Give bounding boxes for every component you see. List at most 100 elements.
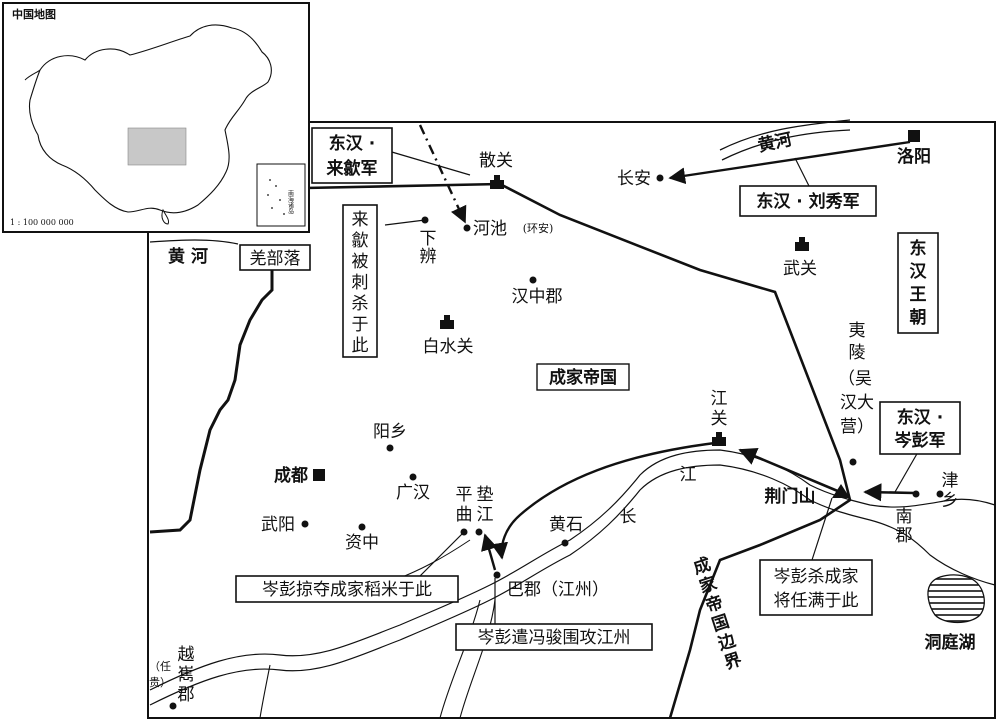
label-changan: 长安 xyxy=(617,169,651,189)
map-label: 江 xyxy=(711,389,728,409)
box-laixi-army-line2: 来歙军 xyxy=(326,158,378,179)
map-label: 东汉 · xyxy=(897,407,943,428)
south-sea-label: 南海诸岛 xyxy=(287,189,294,215)
map-label: 嶲 xyxy=(178,665,195,685)
label-chengjia: 成家帝国 xyxy=(549,367,617,388)
map-label: 汉大 xyxy=(840,393,874,413)
map-label: 陵 xyxy=(849,343,866,363)
map-label: 帝 xyxy=(703,592,726,617)
box-cenpeng-siege xyxy=(455,623,653,651)
map-label: 辨 xyxy=(420,247,437,267)
luoyang-square xyxy=(908,130,920,142)
dongting-lake xyxy=(927,574,985,624)
label-hechi: 河池 xyxy=(473,219,507,239)
map-label: 长 xyxy=(620,507,637,527)
box-qiang-text: 羌部落 xyxy=(250,249,301,269)
pointer-laixi-killed xyxy=(384,219,426,226)
pass-icon xyxy=(440,175,809,446)
map-label: 津 xyxy=(942,471,959,491)
box-laixi-killed-text: 来 歙 被 刺 杀 于 此 xyxy=(352,210,369,356)
south-sea-inset xyxy=(256,163,306,227)
map-label: 岑彭杀成家 xyxy=(774,567,859,587)
box-cenpeng-army xyxy=(879,401,961,455)
map-label: 南 xyxy=(896,507,913,527)
map-label: 乡 xyxy=(942,491,959,511)
box-qiang xyxy=(239,244,311,271)
label-hechi-note: (环安) xyxy=(523,221,554,235)
map-label: 成 xyxy=(691,554,714,579)
map-label: 王 xyxy=(910,285,927,305)
map-label: 平 xyxy=(456,485,473,505)
map-label: 营） xyxy=(840,417,874,437)
map-label: 岑彭军 xyxy=(895,430,946,451)
map-label: 郡 xyxy=(896,526,913,546)
map-label: 于 xyxy=(352,315,369,335)
city-dots xyxy=(169,174,944,710)
box-eastern-han xyxy=(897,232,939,334)
label-border: 成 家 帝 国 边 界 xyxy=(691,554,745,674)
map-label: 歙 xyxy=(352,230,369,251)
label-huanghe-w: 黄 河 xyxy=(168,246,208,267)
label-baxian: 巴郡（江州） xyxy=(507,580,609,600)
map-label: 夷 xyxy=(849,321,866,341)
pointer-laixi-army xyxy=(384,149,471,176)
box-liuxiu-army xyxy=(739,185,877,217)
map-label: 关 xyxy=(711,409,728,429)
map-label: 东 xyxy=(910,238,927,259)
label-luoyang: 洛阳 xyxy=(897,146,931,167)
mountain-icon xyxy=(832,484,850,498)
chengdu-square xyxy=(313,469,325,481)
map-label: 朝 xyxy=(910,307,927,328)
pointer-loot xyxy=(419,533,463,577)
map-label: 来 xyxy=(352,210,369,230)
label-yangxiang: 阳乡 xyxy=(373,422,407,442)
map-label: 汉 xyxy=(910,262,928,282)
map-label: 刺 xyxy=(352,273,369,293)
box-cenpeng-loot-text: 岑彭掠夺成家稻米于此 xyxy=(262,580,432,600)
route-laixi xyxy=(418,124,467,224)
map-label: 下 xyxy=(420,229,437,249)
map-label: 江 xyxy=(680,465,697,485)
box-laixi-army xyxy=(311,127,393,184)
route-liuxiu xyxy=(668,140,911,185)
yangtze-river xyxy=(149,449,996,691)
label-wuyang: 武阳 xyxy=(261,515,295,535)
label-baishuiguan: 白水关 xyxy=(423,337,474,357)
map-label: 曲 xyxy=(456,505,473,525)
route-cenpeng-river xyxy=(491,441,716,560)
map-label: 将任满于此 xyxy=(774,591,859,611)
box-liuxiu-army-text: 东汉 · 刘秀军 xyxy=(756,191,859,212)
map-label: 家 xyxy=(697,573,720,598)
box-cenpeng-loot xyxy=(235,575,459,603)
box-laixi-killed xyxy=(342,204,378,358)
yellow-river-w xyxy=(149,239,239,245)
map-label: （吴 xyxy=(838,369,872,389)
label-sanguan: 散关 xyxy=(479,151,513,171)
box-laixi-army-line1: 东汉 · xyxy=(329,133,375,154)
label-dongting: 洞庭湖 xyxy=(925,632,976,653)
map-label: （任 xyxy=(149,660,171,673)
map-label: 此 xyxy=(352,336,369,356)
china-outline xyxy=(28,24,272,214)
yellow-river-ne xyxy=(719,119,851,151)
label-jingmenshan: 荆门山 xyxy=(765,486,816,507)
pointer-cenpeng-army xyxy=(894,451,919,493)
route-cenpeng-upriver xyxy=(738,447,841,494)
map-label: 郡 xyxy=(178,685,195,705)
box-cenpeng-kill xyxy=(759,559,873,616)
route-fengjun xyxy=(481,533,498,571)
label-wuguan: 武关 xyxy=(783,259,817,279)
label-zizhong: 资中 xyxy=(345,533,379,553)
pointer-cenpeng-kill xyxy=(811,497,833,561)
map-label: 江 xyxy=(477,505,494,525)
map-label: 界 xyxy=(722,650,744,674)
inset-scale: 1 : 100 000 000 xyxy=(10,218,74,227)
map-label: 垫 xyxy=(477,485,494,505)
label-huangshi: 黄石 xyxy=(549,515,583,535)
map-label: 越 xyxy=(178,645,195,665)
box-chengjia xyxy=(536,363,630,391)
label-guanghan: 广汉 xyxy=(396,483,430,503)
map-label: 国 xyxy=(710,612,732,636)
route-cenpeng-arrival xyxy=(863,483,916,502)
